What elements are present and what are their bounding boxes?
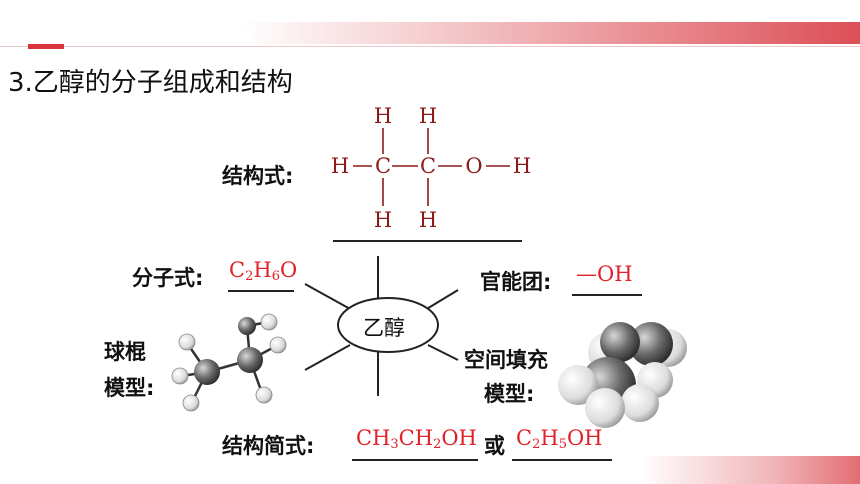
molecular-formula-label: 分子式: [132, 266, 204, 290]
molecular-formula-underline [228, 290, 294, 292]
formula-subscript: 5 [558, 437, 567, 452]
formula-part: OH [441, 426, 477, 450]
header-decor-band [240, 22, 860, 44]
atom-h-bottom2: H [418, 208, 438, 232]
space-filling-atoms [558, 322, 687, 428]
ball-stick-atoms [171, 313, 287, 412]
formula-part: C [516, 426, 533, 450]
functional-group-answer: —OH [576, 262, 633, 286]
atom-h-top2: H [418, 104, 438, 128]
atom-h-left: H [330, 154, 350, 178]
formula-part: CH [398, 426, 434, 450]
header-divider [0, 46, 860, 47]
formula-element: O [279, 258, 298, 282]
structural-bonds [353, 128, 510, 206]
atom-c2: C [419, 154, 437, 178]
formula-part: OH [566, 426, 603, 450]
center-ellipse [337, 297, 439, 353]
condensed-formula-label: 结构简式: [222, 434, 315, 458]
condensed-formula-underline-1 [352, 459, 478, 461]
condensed-formula-answer-1: CH3CH2OH [356, 426, 477, 452]
center-label: 乙醇 [363, 316, 405, 340]
condensed-formula-answer-2: C2H5OH [516, 426, 603, 452]
or-label: 或 [484, 434, 505, 458]
atom-h-bottom1: H [373, 208, 393, 232]
formula-subscript: 2 [433, 437, 442, 452]
atom-h-top1: H [373, 104, 393, 128]
formula-part: CH [356, 426, 391, 450]
formula-subscript: 2 [532, 437, 541, 452]
ball-stick-label-1: 球棍 [104, 340, 146, 364]
footer-decor-band [640, 456, 860, 484]
ball-stick-label-2: 模型: [104, 376, 155, 400]
header-accent-bar [28, 44, 64, 49]
functional-group-label: 官能团: [480, 270, 552, 294]
spoke-lower-left [304, 344, 351, 371]
spoke-upper-right [424, 289, 459, 311]
formula-part: H [540, 426, 559, 450]
spoke-lower-right [427, 344, 459, 361]
space-filling-label-2: 模型: [484, 382, 535, 406]
atom-h-right: H [512, 154, 532, 178]
functional-group-underline [572, 294, 642, 296]
formula-element: C [229, 258, 246, 282]
molecular-formula-answer: C2H6O [229, 258, 297, 284]
structural-formula-label: 结构式: [222, 164, 294, 188]
formula-subscript: 3 [390, 437, 399, 452]
formula-subscript: 2 [245, 269, 254, 284]
condensed-formula-underline-2 [512, 459, 612, 461]
atom-c1: C [374, 154, 392, 178]
slide-title: 3.乙醇的分子组成和结构 [8, 68, 293, 98]
spoke-upper-left [304, 283, 353, 311]
space-filling-label-1: 空间填充 [464, 348, 548, 372]
formula-subscript: 6 [271, 269, 280, 284]
atom-o: O [465, 154, 483, 178]
formula-element: H [253, 258, 272, 282]
